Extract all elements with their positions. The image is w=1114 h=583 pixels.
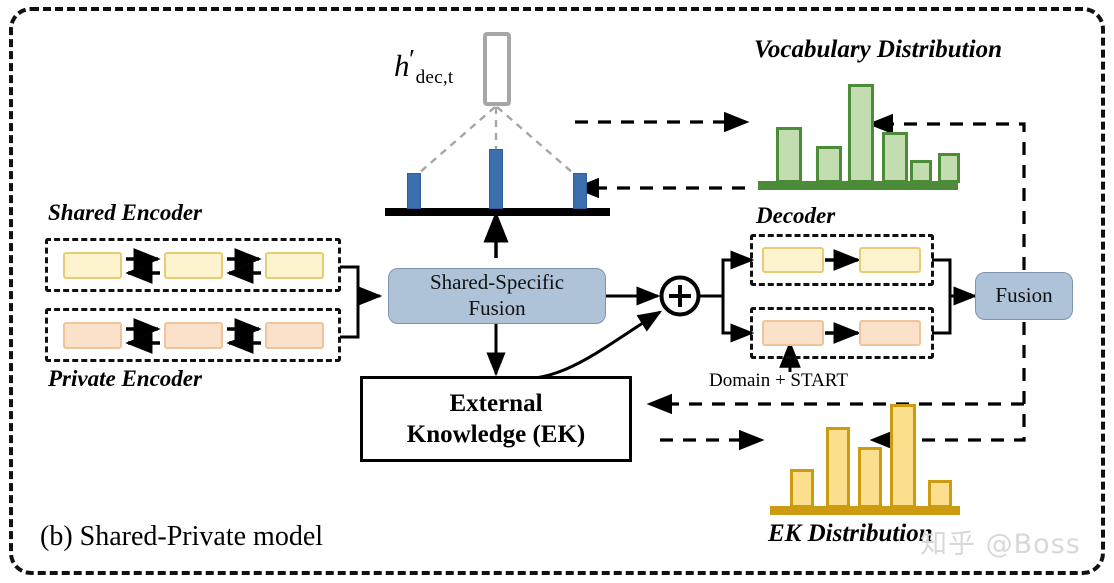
- fusion-box[interactable]: Fusion: [975, 272, 1073, 320]
- domain-start-label: Domain + START: [709, 370, 848, 391]
- figure-caption: (b) Shared-Private model: [40, 521, 324, 552]
- private-encoder-cell-3: [265, 322, 324, 349]
- decoder-shared-cell-2: [859, 247, 921, 273]
- fusion-label: Fusion: [995, 283, 1053, 308]
- ek-bar-4: [890, 404, 916, 508]
- figure-outer-border: [9, 7, 1105, 575]
- ek-bar-1: [790, 469, 814, 508]
- vocab-bar-2: [816, 146, 842, 183]
- vocab-bar-5: [910, 160, 932, 183]
- watermark: 知乎 @Boss: [920, 529, 1081, 560]
- sum-junction: [658, 274, 702, 318]
- attention-bar-1: [407, 173, 421, 209]
- private-encoder-label: Private Encoder: [48, 366, 202, 391]
- ek-bar-5: [928, 480, 952, 508]
- private-encoder-cell-2: [164, 322, 223, 349]
- decoder-label: Decoder: [756, 203, 836, 228]
- shared-encoder-label: Shared Encoder: [48, 200, 202, 225]
- decoder-shared-cell-1: [762, 247, 824, 273]
- private-encoder-cell-1: [63, 322, 122, 349]
- decoder-hidden-state-box: [483, 32, 511, 106]
- decoder-shared-group: [750, 234, 934, 286]
- shared-encoder-cell-3: [265, 252, 324, 279]
- decoder-private-group: [750, 307, 934, 359]
- shared-encoder-group: [45, 238, 341, 292]
- external-knowledge-box[interactable]: External Knowledge (EK): [360, 376, 632, 462]
- hidden-state-symbol: h: [394, 48, 410, 83]
- shared-specific-fusion-line2: Fusion: [468, 296, 526, 320]
- ek-bar-2: [826, 427, 850, 508]
- vocab-bar-3: [848, 84, 874, 183]
- shared-specific-fusion-box[interactable]: Shared-Specific Fusion: [388, 268, 606, 324]
- shared-encoder-cell-1: [63, 252, 122, 279]
- ek-baseline: [770, 506, 960, 515]
- ek-distribution-chart: [770, 404, 960, 515]
- attention-bar-3: [573, 173, 587, 209]
- vocab-bar-6: [938, 153, 960, 183]
- vocabulary-distribution-chart: [758, 82, 960, 190]
- vocab-baseline: [758, 181, 958, 190]
- external-knowledge-line1: External: [449, 389, 543, 417]
- hidden-state-subscript: dec,t: [415, 67, 454, 89]
- private-encoder-group: [45, 308, 341, 362]
- hidden-state-prime: ′: [408, 43, 416, 75]
- decoder-private-cell-2: [859, 320, 921, 346]
- shared-specific-fusion-line1: Shared-Specific: [429, 270, 565, 295]
- ek-distribution-title: EK Distribution: [768, 520, 933, 547]
- attention-distribution-chart: [385, 149, 610, 216]
- vocabulary-distribution-title: Vocabulary Distribution: [754, 36, 1002, 63]
- external-knowledge-line2: Knowledge (EK): [406, 421, 586, 448]
- hidden-state-label: h′dec,t: [394, 44, 453, 89]
- shared-encoder-cell-2: [164, 252, 223, 279]
- vocab-bar-1: [776, 127, 802, 183]
- decoder-private-cell-1: [762, 320, 824, 346]
- attention-baseline: [385, 208, 610, 216]
- ek-bar-3: [858, 447, 882, 508]
- vocab-bar-4: [882, 132, 908, 183]
- attention-bar-2: [489, 149, 503, 209]
